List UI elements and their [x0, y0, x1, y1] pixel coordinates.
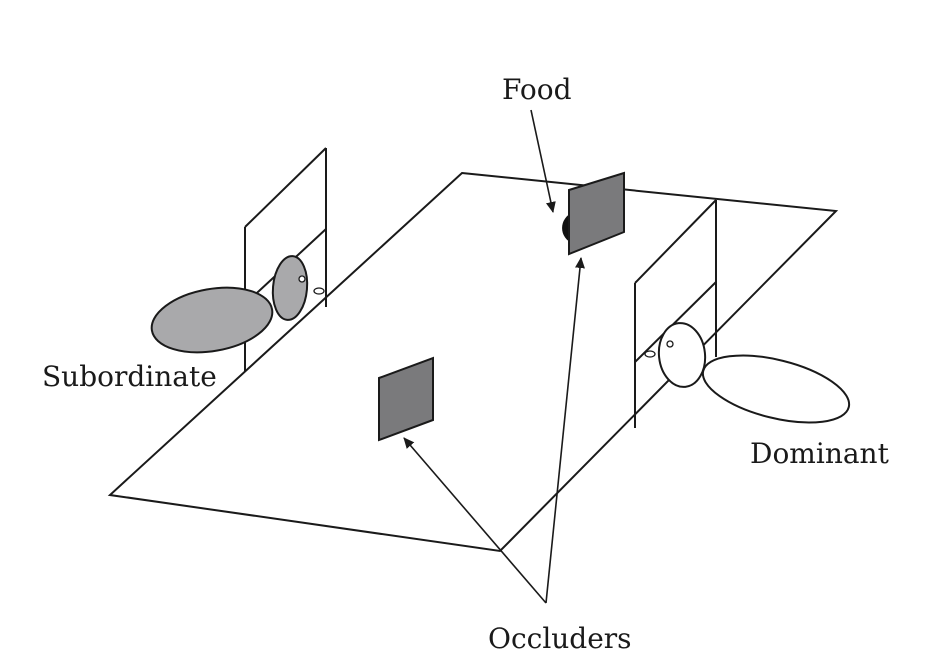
arena-floor [107, 171, 839, 553]
occluder-far [568, 171, 625, 256]
dominant-eye [666, 340, 674, 348]
dominant-mouth [644, 350, 656, 358]
dominant-chimpanzee-icon [644, 322, 851, 424]
subordinate-head [271, 255, 309, 321]
dominant-label: Dominant [750, 437, 890, 470]
subordinate-mouth [313, 287, 325, 295]
dominant-body [701, 354, 851, 424]
occluder-near [378, 356, 434, 442]
subordinate-body [150, 286, 274, 354]
subordinate-chimpanzee-icon [150, 255, 325, 354]
occluder-arrow-near [403, 437, 547, 604]
occluders-label: Occluders [488, 622, 632, 655]
subordinate-eye [298, 275, 306, 283]
food-arrow [530, 109, 556, 213]
subordinate-label: Subordinate [42, 360, 217, 393]
food-label: Food [502, 73, 572, 106]
dominant-head [657, 322, 707, 388]
dominant-room [634, 199, 717, 428]
occluder-arrow-far [545, 257, 585, 604]
